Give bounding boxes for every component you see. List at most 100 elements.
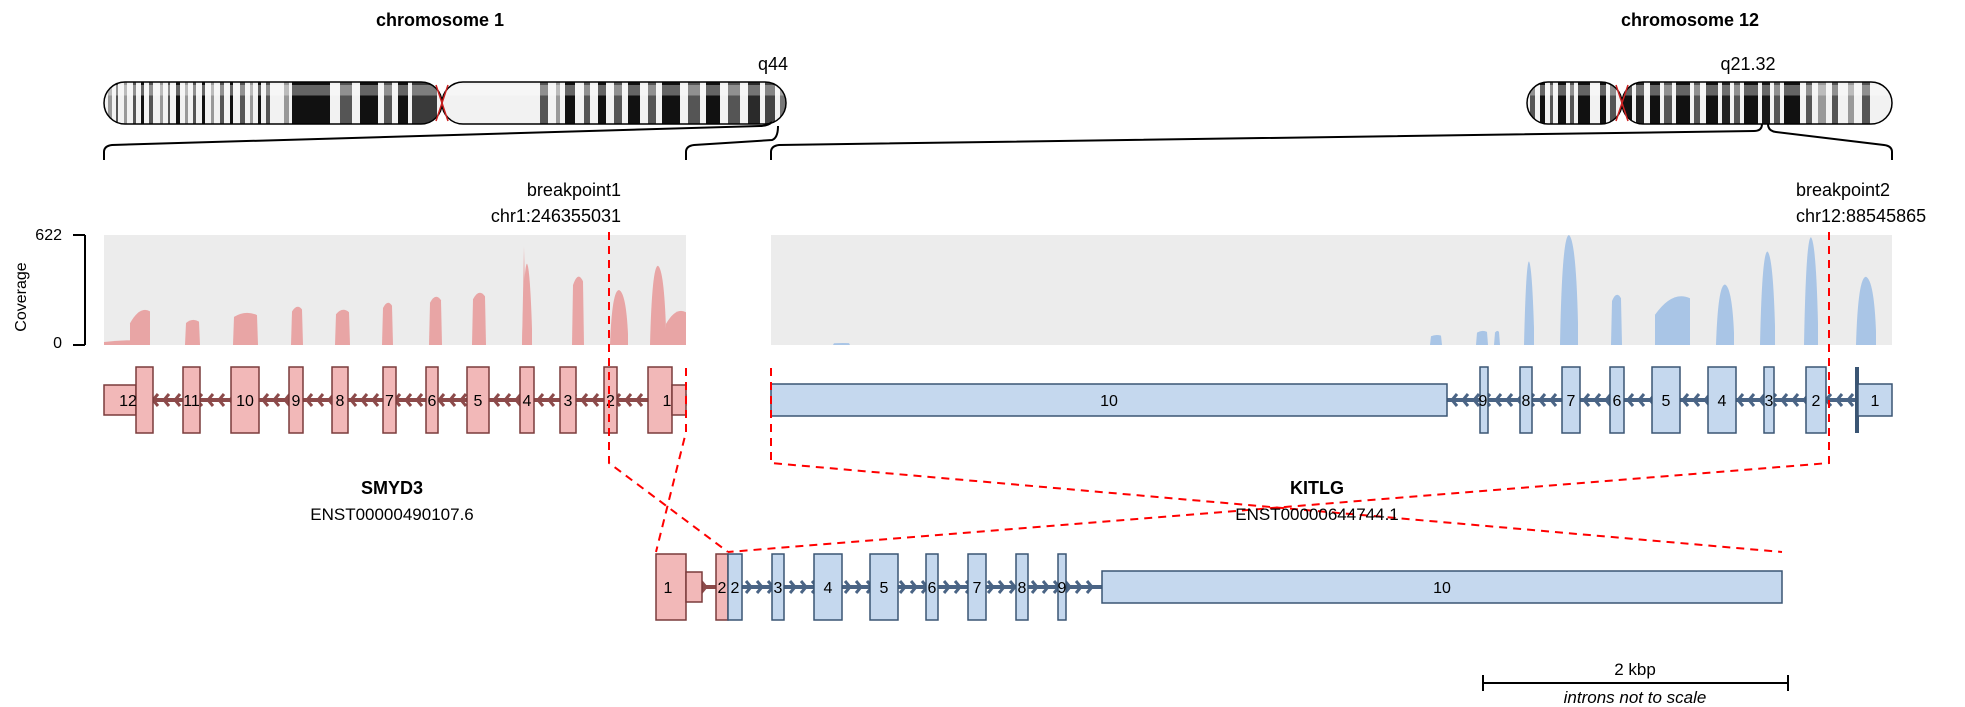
fusion-exon-kitlg-8: 8 <box>1016 554 1028 620</box>
smyd3-exon-5-label: 5 <box>474 393 483 410</box>
kitlg-exon-10-label: 10 <box>1100 393 1118 410</box>
coverage-peak-kitlg <box>1611 295 1622 345</box>
fusion-exon-kitlg-6: 6 <box>926 554 938 620</box>
chromosome-12-band-label: q21.32 <box>1720 54 1775 74</box>
fusion-exon-kitlg-9: 9 <box>1058 554 1067 620</box>
fusion-exon-kitlg-2: 2 <box>728 554 742 620</box>
fusion-exon-kitlg-9-label: 9 <box>1058 580 1067 597</box>
kitlg-exon-3-label: 3 <box>1765 393 1774 410</box>
fusion-exon-kitlg-4-label: 4 <box>824 580 833 597</box>
chromosome-1-zoom-bracket <box>104 122 772 160</box>
kitlg-exon-6-label: 6 <box>1613 393 1622 410</box>
breakpoint2-label: breakpoint2 <box>1796 180 1890 200</box>
smyd3-exon-3: 3 <box>560 367 576 433</box>
fusion-exon-smyd3-1-label: 1 <box>664 580 673 597</box>
chromosome-1-ideogram-band <box>780 82 790 124</box>
smyd3-exon-10-label: 10 <box>236 393 254 410</box>
chromosome-ideograms <box>104 82 1892 160</box>
kitlg-exon-7-label: 7 <box>1567 393 1576 410</box>
smyd3-exon-2: 2 <box>604 367 617 433</box>
smyd3-exon-5: 5 <box>467 367 489 433</box>
scale-bar-note: introns not to scale <box>1564 688 1707 707</box>
smyd3-exon-1-utr <box>672 385 686 415</box>
smyd3-transcript-id: ENST00000490107.6 <box>310 505 474 524</box>
kitlg-exon-10: 10 <box>771 384 1447 416</box>
smyd3-exon-12 <box>136 367 153 433</box>
smyd3-exon-4: 4 <box>520 367 534 433</box>
kitlg-exon-4-label: 4 <box>1718 393 1727 410</box>
coverage-peak-kitlg <box>833 343 850 345</box>
coverage-max-label: 622 <box>35 227 62 244</box>
kitlg-exon-1-label: 1 <box>1871 393 1880 410</box>
kitlg-exon-7: 7 <box>1562 367 1580 433</box>
fusion-exon-kitlg-7: 7 <box>968 554 986 620</box>
scale-bar-label: 2 kbp <box>1614 660 1656 679</box>
kitlg-exon-8-label: 8 <box>1522 393 1531 410</box>
fusion-exon-kitlg-3: 3 <box>772 554 784 620</box>
fusion-exon-kitlg-5: 5 <box>870 554 898 620</box>
kitlg-exon-2: 2 <box>1806 367 1826 433</box>
fusion-exon-kitlg-10: 10 <box>1102 571 1782 603</box>
smyd3-exon-6: 6 <box>426 367 438 433</box>
smyd3-exon-7: 7 <box>383 367 396 433</box>
chromosome-1-zoom-bracket <box>686 126 778 160</box>
kitlg-gene-name: KITLG <box>1290 478 1344 498</box>
fusion-exon-kitlg-3-label: 3 <box>774 580 783 597</box>
kitlg-exon-1: 1 <box>1858 384 1892 416</box>
fusion-exon-kitlg-8-label: 8 <box>1018 580 1027 597</box>
smyd3-exon-6-label: 6 <box>428 393 437 410</box>
coverage-min-label: 0 <box>53 335 62 352</box>
coverage-peak-smyd3 <box>233 313 258 345</box>
chromosome-12-title: chromosome 12 <box>1621 10 1759 30</box>
chromosome-1-band-label: q44 <box>758 54 788 74</box>
smyd3-gene-name: SMYD3 <box>361 478 423 498</box>
smyd3-exon-1-label: 1 <box>663 393 672 410</box>
smyd3-exon-11-label: 11 <box>183 393 200 410</box>
smyd3-exon-2-label: 2 <box>606 393 615 410</box>
coverage-peak-smyd3 <box>291 307 303 345</box>
breakpoint1-position: chr1:246355031 <box>491 206 621 226</box>
smyd3-exon-7-label: 7 <box>385 393 394 410</box>
kitlg-exon-6: 6 <box>1610 367 1624 433</box>
fusion-exon-smyd3-2-label: 2 <box>718 580 727 597</box>
breakpoint1-label: breakpoint1 <box>527 180 621 200</box>
coverage-peak-smyd3 <box>382 303 393 345</box>
chromosome-1-ideogram <box>104 82 790 124</box>
kitlg-exon-4: 4 <box>1708 367 1736 433</box>
kitlg-exon-8: 8 <box>1520 367 1532 433</box>
kitlg-exon-3: 3 <box>1764 367 1774 433</box>
coverage-peak-kitlg <box>1476 331 1488 345</box>
smyd3-exon-4-label: 4 <box>523 393 532 410</box>
kitlg-exon-5: 5 <box>1652 367 1680 433</box>
kitlg-exon-9-label: 9 <box>1479 393 1488 410</box>
kitlg-transcript-id: ENST00000644744.1 <box>1235 505 1399 524</box>
coverage-tracks <box>73 235 1892 345</box>
chromosome-12-ideogram <box>1527 82 1892 124</box>
smyd3-exon-8-label: 8 <box>336 393 345 410</box>
smyd3-exon-9-label: 9 <box>292 393 301 410</box>
coverage-axis-title: Coverage <box>13 262 30 331</box>
fusion-exon-kitlg-10-label: 10 <box>1433 580 1451 597</box>
smyd3-exon-9: 9 <box>289 367 303 433</box>
gene-models: 12 11 10 9 8 7 6 5 4 3 2 1 10 9 8 7 6 5 4 3 2 1 <box>104 367 1892 433</box>
smyd3-exon-8: 8 <box>332 367 348 433</box>
fusion-exon-kitlg-7-label: 7 <box>973 580 982 597</box>
coverage-peak-smyd3 <box>335 310 350 345</box>
coverage-peak-smyd3 <box>429 297 442 345</box>
chromosome-12-zoom-bracket <box>1768 124 1892 160</box>
kitlg-exon-5-label: 5 <box>1662 393 1671 410</box>
coverage-peak-smyd3 <box>572 277 584 345</box>
coverage-peak-smyd3 <box>185 320 200 345</box>
fusion-exon-smyd3-2: 2 <box>716 554 728 620</box>
fusion-exon-kitlg-6-label: 6 <box>928 580 937 597</box>
smyd3-exon-3-label: 3 <box>564 393 573 410</box>
fusion-exon-kitlg-5-label: 5 <box>880 580 889 597</box>
fusion-exon-kitlg-4: 4 <box>814 554 842 620</box>
chromosome-12-zoom-bracket <box>771 124 1762 160</box>
smyd3-exon-11: 11 <box>183 367 200 433</box>
coverage-peak-kitlg <box>1430 335 1442 345</box>
smyd3-exon-12-label: 12 <box>119 393 137 410</box>
smyd3-exon-10: 10 <box>231 367 259 433</box>
